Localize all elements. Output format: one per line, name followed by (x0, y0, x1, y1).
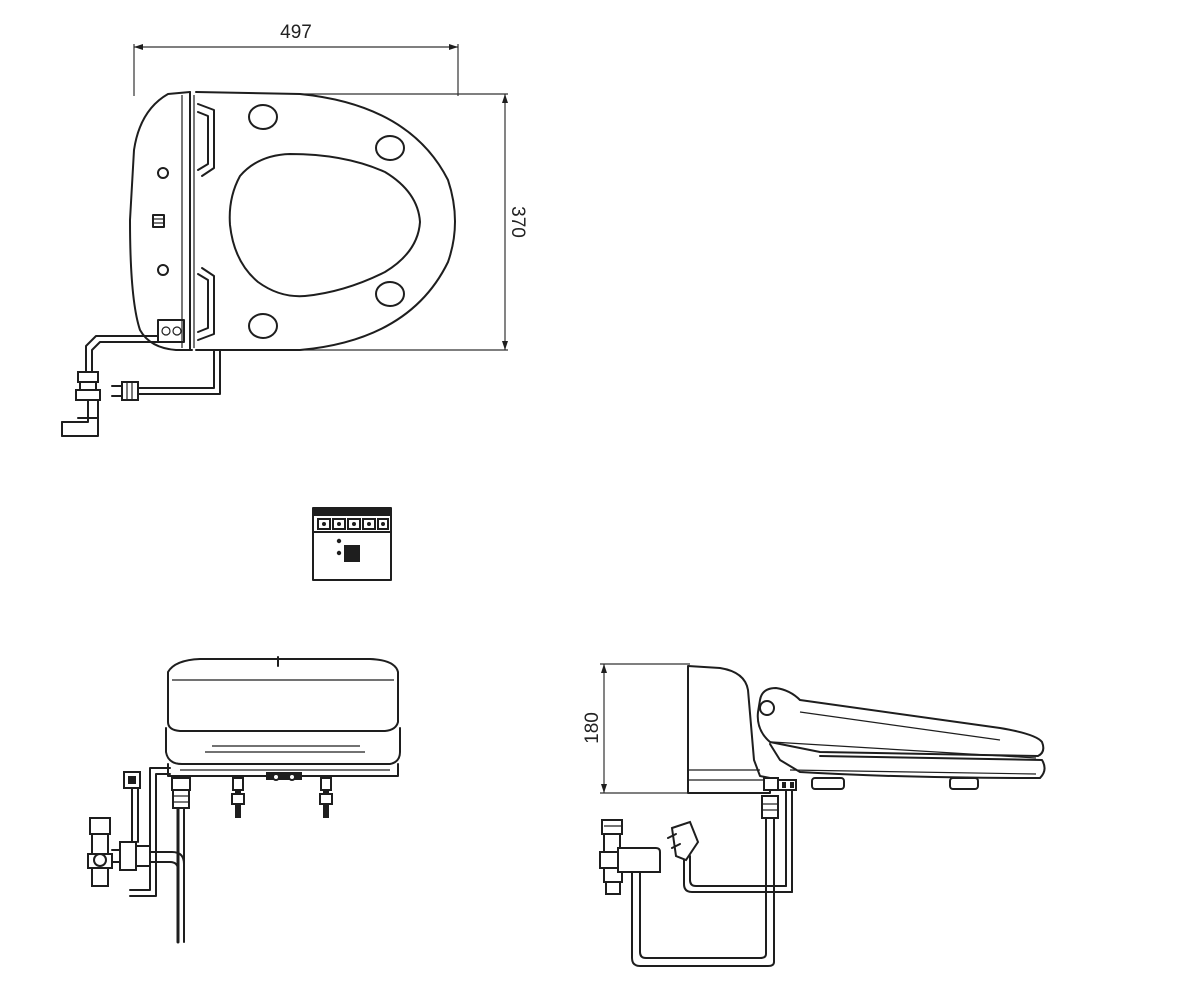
rear-housing (129, 91, 193, 351)
side-valve (599, 819, 661, 895)
depth-dimension: 370 (300, 93, 528, 351)
side-hose-fitting (761, 777, 797, 893)
water-hose (85, 335, 159, 373)
display-icon (344, 545, 360, 562)
seat-lid-outline (195, 91, 456, 351)
front-view (87, 656, 401, 944)
side-lid (756, 687, 1045, 757)
hinge-bracket-upper (197, 103, 215, 177)
width-dimension: 497 (133, 22, 459, 96)
power-plug (111, 381, 139, 401)
bumper (248, 104, 278, 130)
depth-dimension-label: 370 (507, 206, 528, 238)
front-hose-fitting (123, 771, 141, 843)
control-panel-detail (312, 507, 392, 581)
side-water-hose (639, 865, 767, 959)
seat-foot (949, 777, 979, 790)
width-dimension-label: 497 (280, 22, 312, 43)
side-view: 180 (582, 663, 1046, 967)
bumper (375, 135, 405, 161)
front-valve-assembly (87, 817, 185, 887)
side-power-cord (689, 855, 787, 887)
side-rear-housing (687, 665, 771, 794)
bumper (375, 281, 405, 307)
side-button-icon (157, 264, 169, 276)
bumper (248, 313, 278, 339)
indicator-dot-icon (336, 538, 342, 544)
hinge-pivot (759, 700, 775, 716)
mounting-bolt (231, 777, 245, 818)
side-button-icon (157, 167, 169, 179)
control-button-row (317, 518, 389, 530)
power-cord (137, 349, 215, 389)
mounting-bolt (319, 777, 333, 818)
height-dimension-label: 180 (582, 712, 603, 744)
front-lid (167, 658, 399, 732)
connector-box (157, 319, 185, 343)
top-view: 497 370 (61, 22, 528, 437)
height-dimension: 180 (582, 663, 690, 794)
front-hose (129, 767, 171, 891)
indicator-icon (152, 214, 165, 228)
hinge-bracket-lower (197, 267, 215, 341)
seat-opening (228, 153, 421, 298)
side-seat (769, 743, 1046, 779)
side-power-plug (667, 820, 700, 862)
indicator-dot-icon (336, 550, 342, 556)
water-valve (61, 371, 101, 437)
front-seat (165, 727, 401, 765)
seat-foot (811, 777, 845, 790)
